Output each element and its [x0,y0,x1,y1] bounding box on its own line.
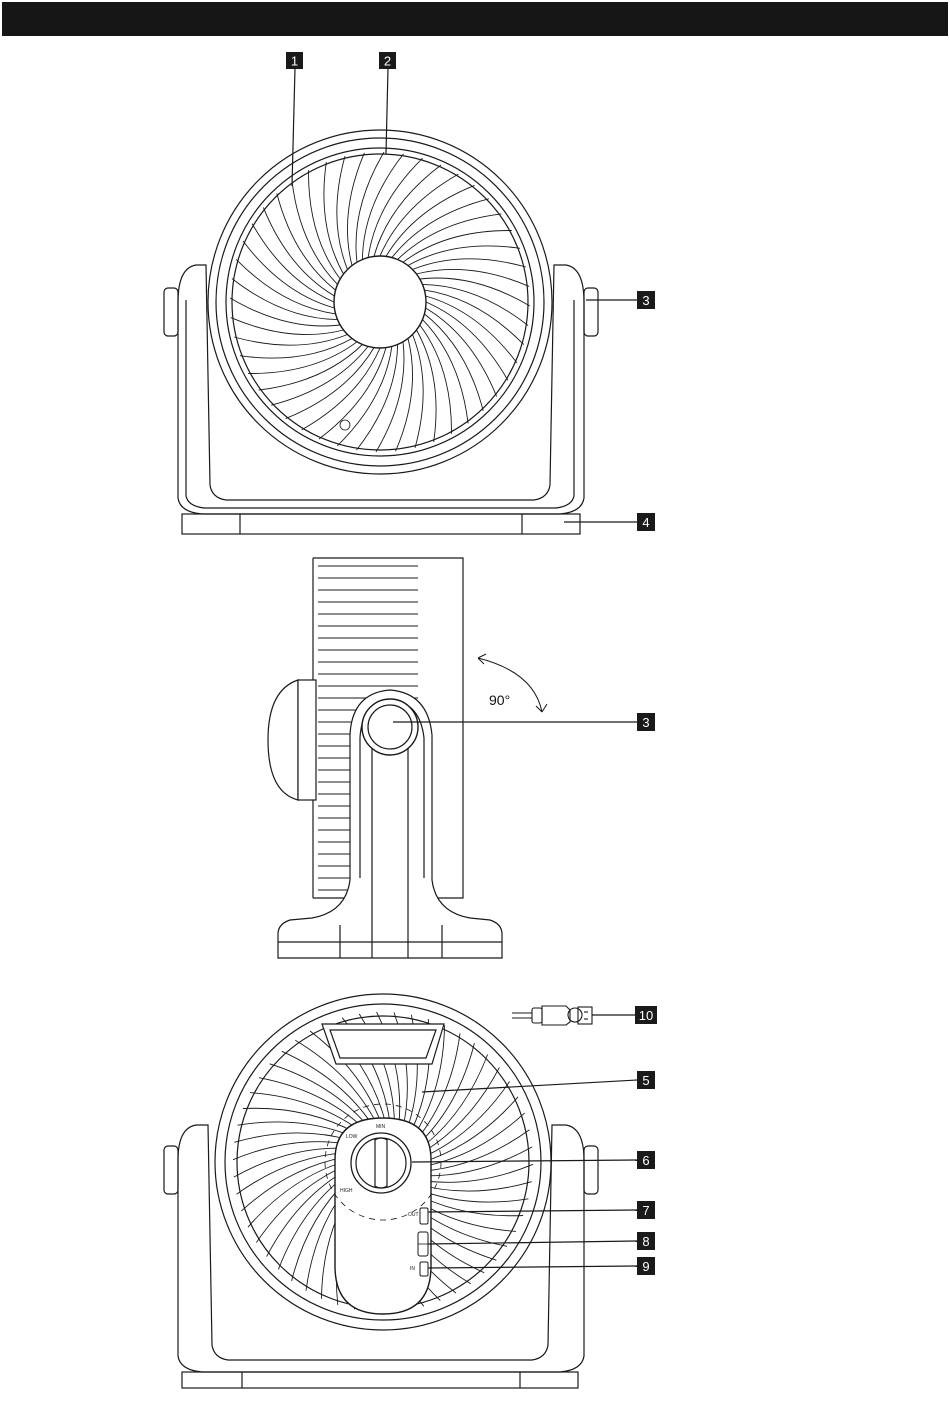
svg-text:8: 8 [642,1234,649,1249]
callout-10: 10 [635,1006,657,1024]
dial-label-low: LOW [346,1134,358,1140]
svg-text:5: 5 [642,1073,649,1088]
dial-label-high: HIGH [340,1188,353,1194]
tilt-angle-label: 90° [489,692,510,708]
svg-text:7: 7 [642,1203,649,1218]
callout-2: 2 [379,52,396,69]
svg-text:2: 2 [384,54,391,69]
dial-label-min: MIN [376,1124,386,1130]
front-view [164,130,598,534]
svg-text:3: 3 [642,293,649,308]
side-tilt-knob [362,699,418,755]
callout-3-side: 3 [637,713,655,731]
front-hub [334,256,426,348]
speed-dial[interactable] [351,1133,411,1193]
port-in-label: IN [410,1266,415,1272]
back-view [164,994,598,1388]
svg-text:3: 3 [642,715,649,730]
callout-5: 5 [637,1071,655,1089]
usb-cable [512,1006,592,1025]
svg-text:4: 4 [642,515,649,530]
svg-text:6: 6 [642,1153,649,1168]
callout-4: 4 [637,513,655,531]
side-view [268,558,547,958]
callout-6: 6 [637,1151,655,1169]
callout-3-front: 3 [637,291,655,309]
side-motor-cover [268,680,298,800]
callout-9: 9 [637,1257,655,1275]
svg-text:9: 9 [642,1259,649,1274]
port-out-label: OUT [408,1212,419,1218]
callout-7: 7 [637,1201,655,1219]
svg-text:1: 1 [291,54,298,69]
callout-1: 1 [286,52,303,69]
callout-8: 8 [637,1232,655,1250]
svg-text:10: 10 [639,1008,653,1023]
